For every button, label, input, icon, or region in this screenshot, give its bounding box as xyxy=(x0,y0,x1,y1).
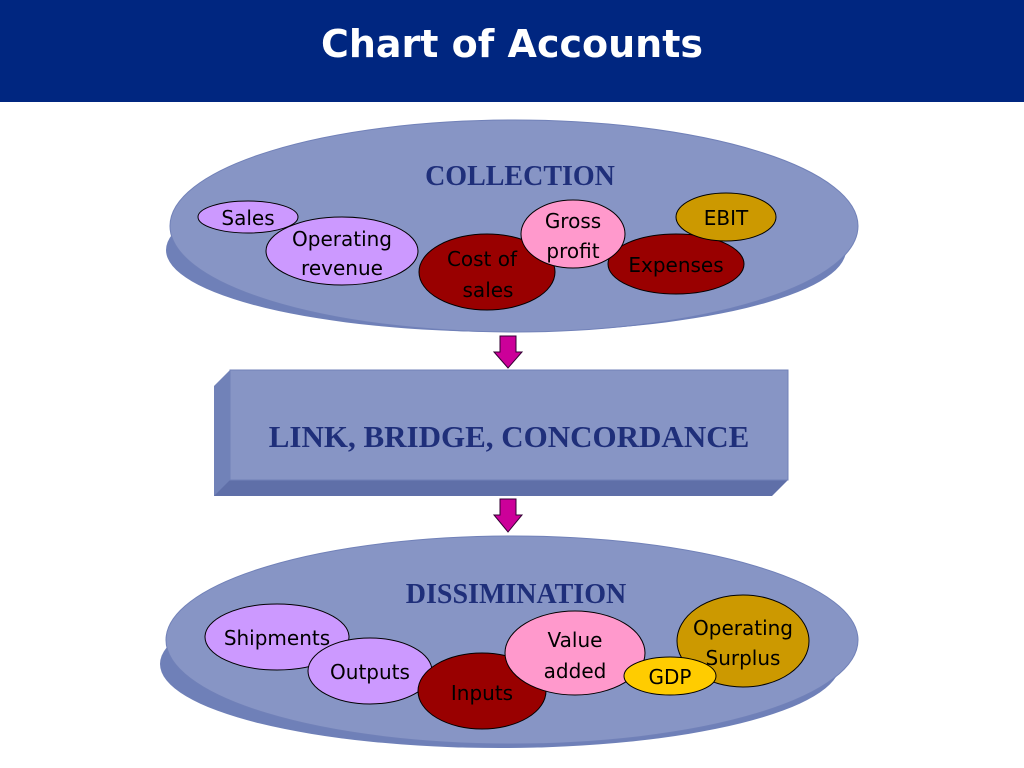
slide-title: Chart of Accounts xyxy=(320,22,704,66)
operating-surplus-bubble: Operating Surplus xyxy=(676,594,810,688)
sales-label: Sales xyxy=(221,206,274,230)
operating-revenue-line1: Operating xyxy=(292,227,392,251)
link-label: LINK, BRIDGE, CONCORDANCE xyxy=(269,419,750,454)
cost-of-sales-line1: Cost of xyxy=(447,247,518,271)
operating-revenue-bubble: Operating revenue xyxy=(265,216,419,286)
down-arrow-icon xyxy=(492,335,524,369)
operating-surplus-line2: Surplus xyxy=(706,646,781,670)
gdp-label: GDP xyxy=(649,665,692,689)
shipments-bubble: Shipments xyxy=(204,603,350,671)
cost-of-sales-line2: sales xyxy=(463,278,514,302)
inputs-label: Inputs xyxy=(451,681,513,705)
dissemination-label: DISSIMINATION xyxy=(406,579,626,610)
gdp-bubble: GDP xyxy=(623,656,717,696)
ebit-bubble: EBIT xyxy=(675,192,777,242)
expenses-label: Expenses xyxy=(628,253,723,277)
sales-bubble: Sales xyxy=(197,200,299,234)
gross-profit-bubble: Gross profit xyxy=(520,199,626,269)
operating-surplus-line1: Operating xyxy=(693,616,793,640)
operating-revenue-line2: revenue xyxy=(301,256,383,280)
title-bar: Chart of Accounts xyxy=(0,0,1024,102)
outputs-bubble: Outputs xyxy=(307,637,433,705)
cost-of-sales-bubble: Cost of sales xyxy=(418,233,556,311)
expenses-bubble: Expenses xyxy=(607,233,745,295)
outputs-label: Outputs xyxy=(330,660,410,684)
value-added-line1: Value xyxy=(548,628,603,652)
collection-label: COLLECTION xyxy=(425,161,615,192)
value-added-bubble: Value added xyxy=(504,610,646,696)
shipments-label: Shipments xyxy=(224,626,330,650)
down-arrow-icon xyxy=(492,498,524,533)
link-box xyxy=(214,369,789,496)
ebit-label: EBIT xyxy=(704,206,749,230)
gross-profit-line1: Gross xyxy=(545,209,601,233)
value-added-line2: added xyxy=(544,659,607,683)
gross-profit-line2: profit xyxy=(546,239,599,263)
